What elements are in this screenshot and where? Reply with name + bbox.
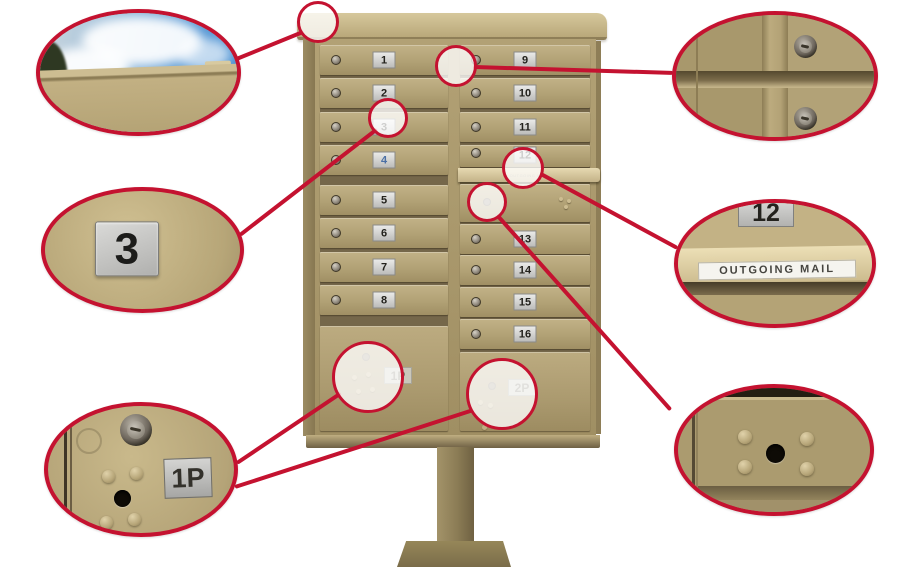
lock-icon [331,55,341,65]
rivet [738,430,752,444]
highlight-circle-outgoing-slot [502,147,544,189]
door-number-placard-closeup: 12 [738,203,794,227]
door-number-placard: 7 [372,258,396,276]
mailbox-door-7: 7 [320,252,448,282]
door-number-placard: 5 [372,191,396,209]
callout-door-locks [672,11,878,141]
mailbox-door-6: 6 [320,218,448,248]
rivet [567,199,571,203]
door-number-placard-closeup: 3 [94,221,159,277]
highlight-circle-door-number [368,98,408,138]
door-number-placard: 10 [513,84,537,102]
door-edge-recess [692,400,695,512]
mailbox-rain-cap [297,13,607,40]
door-edge-recess [696,15,698,137]
mailbox-door-14: 14 [460,255,590,285]
rivet [800,432,814,446]
door-gap-shadow [678,388,870,400]
lock-mount-hole [114,490,131,507]
sky-photo [40,13,237,132]
highlight-circle-cap [297,1,339,43]
embossed-circle [76,428,102,454]
callout-rain-cap [36,9,241,136]
lock-icon [471,265,481,275]
door-number-placard: 15 [513,293,537,311]
lower-door-face [678,500,870,512]
lock-icon [471,88,481,98]
door-edge-recess [696,400,698,512]
door-number-placard: 4 [372,151,396,169]
lock-icon [331,88,341,98]
rivet [102,470,115,483]
lock-icon [331,295,341,305]
door-edge-recess [70,406,72,533]
parcel-label-closeup: 1P [163,457,213,499]
mailbox-left-column: 1 2 3 4 5 6 7 8 [320,45,448,431]
lock-icon [331,262,341,272]
slot-opening-shadow [678,282,872,295]
rivet [564,205,568,209]
callout-parcel-lock: 1P [44,402,238,537]
lock-icon [794,35,817,58]
cabinet-right-side [596,41,601,434]
door-number-placard: 6 [372,224,396,242]
mailbox-door-8: 8 [320,285,448,315]
callout-connector-line [233,29,305,62]
rivet [559,197,563,201]
rivet [738,460,752,474]
lock-icon [331,228,341,238]
rain-cap-closeup [40,63,237,132]
rivet [128,513,141,526]
highlight-circle-lock [435,45,477,87]
lock-icon [794,107,817,130]
door-edge-recess [64,406,67,533]
mailbox-door-1: 1 [320,45,448,75]
mailbox-door-10: 10 [460,78,590,108]
pedestal-base [397,541,511,567]
rivet [800,462,814,476]
door-number-placard: 8 [372,291,396,309]
door-number-placard: 16 [513,325,537,343]
mailbox-door-15: 15 [460,287,590,317]
outgoing-mail-slot-lid: OUTGOING MAIL [678,245,872,284]
lock-icon [331,195,341,205]
door-recess-band [678,486,870,500]
mailbox-door-4: 4 [320,145,448,175]
lock-icon [471,122,481,132]
cabinet-left-side [303,39,315,436]
mailbox-door-5: 5 [320,185,448,215]
rivet [100,516,113,529]
highlight-circle-outgoing-lock [467,182,507,222]
door-recess-band [676,71,874,88]
lock-mount-hole [766,444,785,463]
lock-icon [471,148,481,158]
lock-icon [331,122,341,132]
mailbox-door-16: 16 [460,319,590,349]
mailbox-door-11: 11 [460,112,590,142]
highlight-circle-parcel-2p [466,358,538,430]
callout-outgoing-mail: 12 OUTGOING MAIL [674,199,876,328]
lock-icon [471,329,481,339]
lock-icon [471,297,481,307]
callout-door-number: 3 [41,187,244,313]
pedestal-column [437,447,474,543]
lock-icon [120,414,152,446]
rivet [482,425,487,430]
door-number-placard: 1 [372,51,396,69]
rivet [130,467,143,480]
callout-lock-prep-door [674,384,874,516]
door-number-placard: 14 [513,261,537,279]
outgoing-mail-label: OUTGOING MAIL [697,259,857,281]
lock-icon [471,234,481,244]
door-number-placard: 11 [513,118,537,136]
highlight-circle-parcel-1p [332,341,404,413]
